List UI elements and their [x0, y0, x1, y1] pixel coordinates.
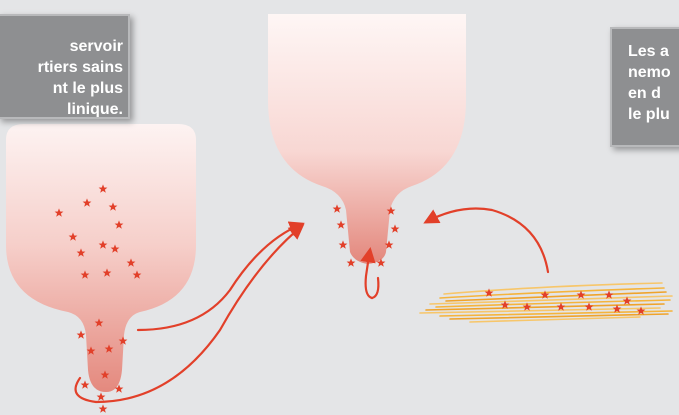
- callout-left-line-4: linique.: [0, 99, 123, 119]
- star: [347, 258, 356, 266]
- callout-left-line-2: rtiers sains: [0, 57, 123, 78]
- star: [391, 224, 400, 232]
- callout-right-line-2: nemo: [628, 62, 679, 83]
- star: [333, 204, 342, 212]
- callout-left-line-3: nt le plus: [0, 78, 123, 99]
- arrow-fibers-to-center: [426, 209, 548, 273]
- star: [339, 240, 348, 248]
- fiber-bundle: [420, 283, 672, 322]
- star: [97, 392, 106, 400]
- left-crypt-shape: [6, 124, 196, 392]
- callout-right-line-3: en d: [628, 83, 679, 104]
- callout-left-line-1: servoir: [0, 36, 123, 57]
- callout-right-line-1: Les a: [628, 41, 679, 62]
- star: [77, 330, 86, 338]
- star: [99, 404, 108, 412]
- star: [81, 380, 90, 388]
- callout-right-line-4: le plu: [628, 104, 679, 125]
- star: [337, 220, 346, 228]
